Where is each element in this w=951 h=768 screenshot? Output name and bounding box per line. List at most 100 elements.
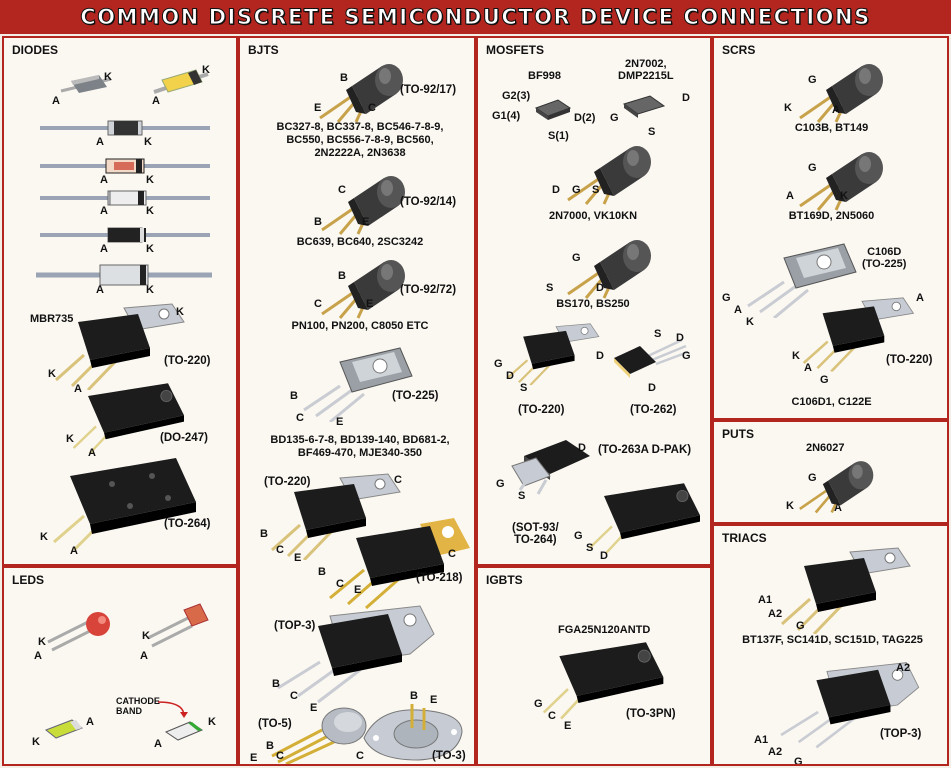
package-label: (TO-92/72)	[400, 284, 457, 296]
package-label: (TO-3PN)	[626, 708, 676, 720]
pin-label: A	[100, 174, 108, 186]
pin-label: C	[276, 750, 284, 762]
pin-label: E	[310, 702, 318, 714]
pin-label: G	[808, 162, 817, 174]
pin-label: K	[146, 243, 154, 255]
pin-label: A2	[768, 608, 783, 620]
title-banner: COMMON DISCRETE SEMICONDUCTOR DEVICE CON…	[0, 0, 951, 34]
pin-label: K	[38, 636, 46, 648]
package-label: (TO-5)	[258, 718, 292, 730]
pin-label: G	[794, 756, 803, 766]
pin-label: K	[142, 630, 150, 642]
axial-diode-icon	[40, 118, 210, 138]
part-list: C103B, BT149	[794, 122, 869, 134]
panel-title-scrs: SCRS	[722, 43, 756, 57]
pin-label: G	[574, 530, 583, 542]
pin-label: G	[572, 252, 581, 264]
package-label: (TOP-3)	[880, 728, 922, 740]
pin-label: K	[792, 350, 800, 362]
pin-label: C	[448, 548, 456, 560]
axial-diode-large-icon	[36, 264, 212, 286]
package-label: (TO-225)	[392, 390, 439, 402]
led-round-red-icon	[47, 612, 110, 652]
pin-label: G	[808, 472, 817, 484]
pin-label: C	[548, 710, 556, 722]
pin-label: B	[260, 528, 268, 540]
pin-label: C	[368, 102, 376, 114]
pin-label: S	[648, 126, 656, 138]
pin-label: B	[290, 390, 298, 402]
pin-label: G	[722, 292, 731, 304]
to225-transistor-icon	[300, 342, 420, 422]
panel-title-bjts: BJTS	[248, 43, 279, 57]
pin-label: A	[154, 738, 162, 750]
panel-leds: LEDS K A K A A K CATHODE BAND K A	[2, 566, 238, 766]
pin-label: A	[74, 383, 82, 395]
panel-puts: PUTS 2N6027 G K A	[712, 420, 949, 524]
pin-label: D	[596, 350, 604, 362]
sot93-mosfet-icon	[588, 478, 708, 558]
top3-transistor-icon	[277, 605, 435, 704]
pin-label: C	[296, 412, 304, 424]
smd-diode-grey-icon	[60, 75, 112, 93]
pin-label: E	[294, 552, 302, 564]
pin-label: B	[314, 216, 322, 228]
pin-label: K	[146, 205, 154, 217]
to220-mosfet-icon	[506, 320, 606, 386]
pin-label: K	[48, 368, 56, 380]
pin-label: A	[96, 136, 104, 148]
package-label: (TO-3)	[432, 750, 466, 762]
pin-label: A	[834, 502, 842, 514]
part-number: BF998	[528, 70, 562, 82]
package-label: (TO-218)	[416, 572, 463, 584]
part-number: 2N6027	[806, 442, 845, 454]
pin-label: K	[144, 136, 152, 148]
pin-label: B	[272, 678, 280, 690]
panel-igbts: IGBTS FGA25N120ANTD G C E (TO-3PN)	[476, 566, 712, 766]
pin-label: E	[430, 694, 438, 706]
part-list: BT169D, 2N5060	[788, 210, 875, 222]
pin-label: G	[808, 74, 817, 86]
pin-label: A	[152, 95, 160, 107]
pin-label: B	[410, 690, 418, 702]
package-label: (TO-220)	[886, 354, 933, 366]
pin-label: A	[100, 205, 108, 217]
to218-transistor-icon	[329, 518, 470, 610]
part-number: FGA25N120ANTD	[558, 624, 651, 636]
package-label: (TO-263A D-PAK)	[598, 444, 692, 456]
axial-diode-white-icon	[40, 188, 210, 208]
pin-label: K	[40, 531, 48, 543]
pin-label: C	[276, 544, 284, 556]
pin-label: D	[506, 370, 514, 382]
pin-label: D(2)	[574, 112, 596, 124]
pin-label: S	[654, 328, 662, 340]
part-list: BC327-8, BC337-8, BC546-7-8-9, BC550, BC…	[276, 121, 444, 159]
pin-label: A1	[758, 594, 773, 606]
pin-label: G	[496, 478, 505, 490]
pin-label: D	[596, 282, 604, 294]
pin-label: G2(3)	[502, 90, 531, 102]
pin-label: A	[804, 362, 812, 374]
to92-scr-icon	[792, 144, 892, 214]
pin-label: D	[600, 550, 608, 562]
panel-title-triacs: TRIACS	[722, 531, 767, 545]
part-list: 2N7000, VK10KN	[548, 210, 638, 222]
part-number: MBR735	[30, 313, 74, 325]
package-label: (TO-220)	[164, 355, 211, 367]
top3-triac-icon	[780, 662, 920, 749]
pin-label: K	[840, 190, 848, 202]
pin-label: D	[552, 184, 560, 196]
panel-title-mosfets: MOSFETS	[486, 43, 545, 57]
to92-mosfet-icon	[560, 138, 660, 208]
package-label: (TO-220)	[264, 476, 311, 488]
pin-label: A	[70, 545, 78, 557]
part-list: BC639, BC640, 2SC3242	[296, 236, 424, 248]
pin-label: E	[366, 298, 374, 310]
pin-label: K	[176, 306, 184, 318]
pin-label: K	[784, 102, 792, 114]
panel-triacs: TRIACS A1 A2 G BT137F, SC141D, SC151D, T…	[712, 524, 949, 766]
pin-label: A	[100, 243, 108, 255]
pin-label: S	[520, 382, 528, 394]
pin-label: K	[786, 500, 794, 512]
